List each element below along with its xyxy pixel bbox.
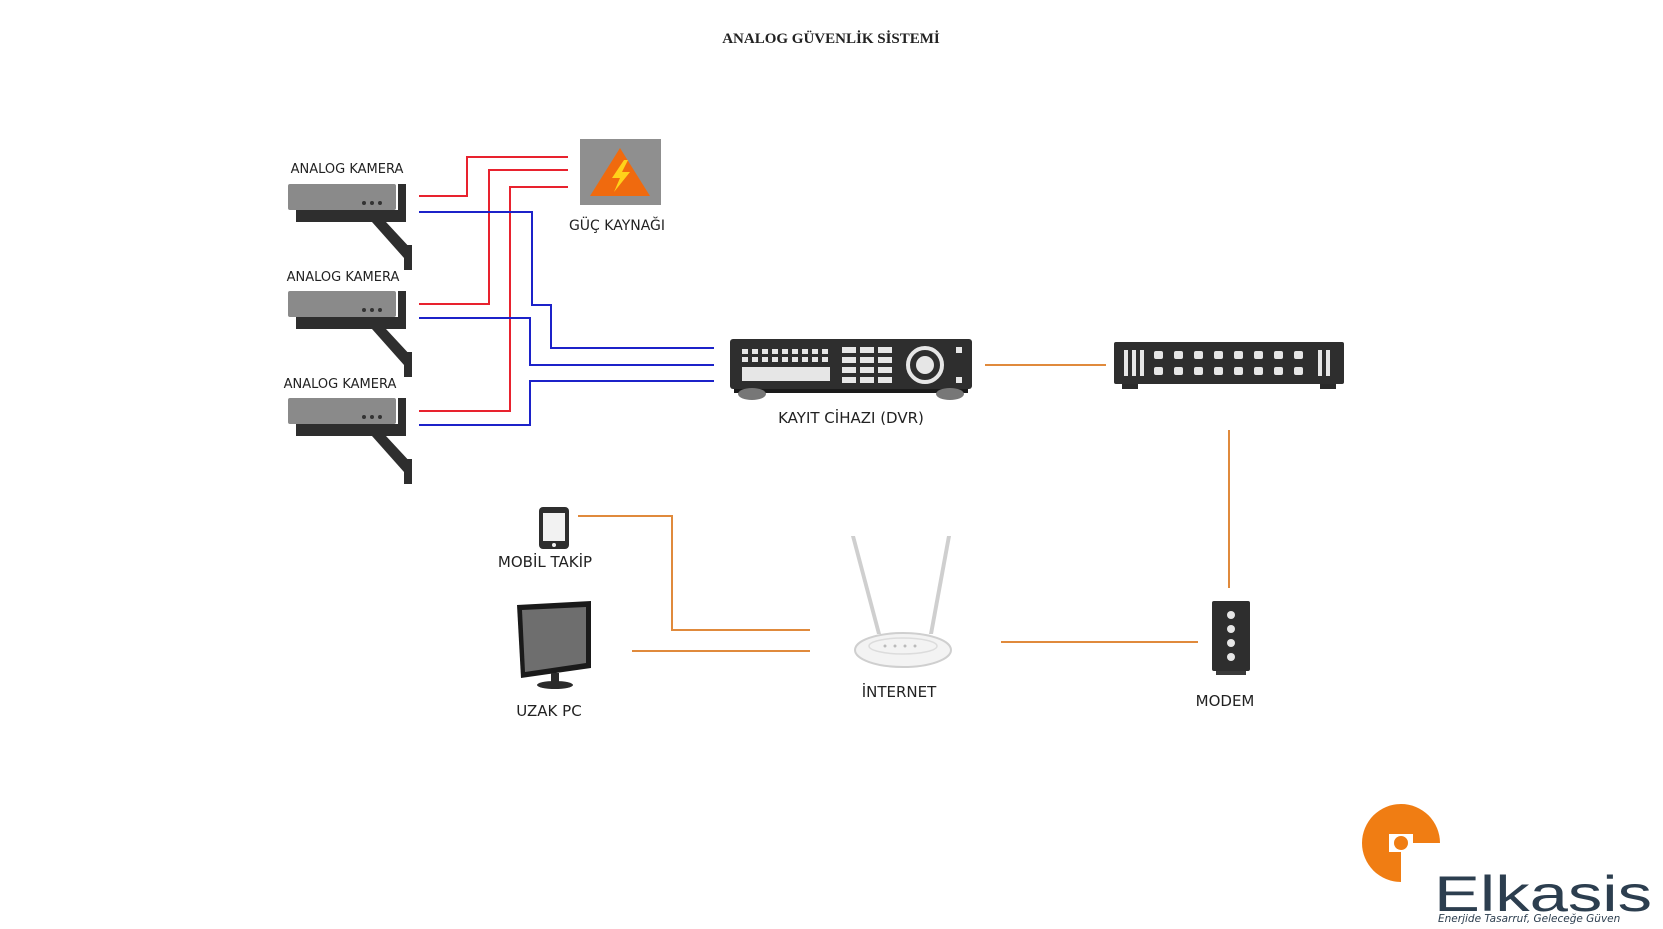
video-lines: [419, 211, 714, 426]
wifi-router-icon: [851, 536, 952, 668]
power-supply-label: GÜÇ KAYNAĞI: [569, 216, 665, 234]
dvr-recorder: KAYIT CİHAZI (DVR): [730, 339, 972, 427]
modem-label: MODEM: [1196, 692, 1255, 710]
switch-icon: [1114, 342, 1344, 389]
camera-label: ANALOG KAMERA: [291, 162, 404, 177]
camera-icon: [288, 398, 412, 484]
network-lines: [578, 364, 1230, 652]
camera-label: ANALOG KAMERA: [287, 270, 400, 285]
logo-slogan: Enerjide Tasarruf, Geleceğe Güven: [1438, 913, 1620, 925]
internet-router: İNTERNET: [851, 536, 952, 701]
mobile-label: MOBİL TAKİP: [498, 552, 592, 571]
diagram-title: ANALOG GÜVENLİK SİSTEMİ: [722, 30, 940, 47]
elkasis-logo: Elkasis Enerjide Tasarruf, Geleceğe Güve…: [1362, 804, 1652, 925]
camera-label: ANALOG KAMERA: [284, 377, 397, 392]
smartphone-icon: [539, 507, 569, 549]
dvr-icon: [730, 339, 972, 400]
internet-label: İNTERNET: [862, 682, 937, 701]
dvr-label: KAYIT CİHAZI (DVR): [778, 408, 924, 427]
monitor-icon: [517, 601, 591, 689]
analog-camera-2: ANALOG KAMERA: [287, 270, 412, 377]
mobile-device: MOBİL TAKİP: [498, 507, 592, 571]
lightning-icon: [580, 139, 661, 205]
logo-mark-icon: [1362, 804, 1440, 882]
power-lines: [419, 156, 568, 412]
analog-camera-3: ANALOG KAMERA: [284, 377, 412, 484]
logo-wordmark: Elkasis: [1434, 866, 1652, 922]
modem-icon: [1212, 601, 1250, 675]
camera-icon: [288, 291, 412, 377]
remote-pc-label: UZAK PC: [516, 702, 581, 720]
network-switch: [1114, 342, 1344, 389]
remote-pc: UZAK PC: [516, 601, 591, 720]
analog-camera-1: ANALOG KAMERA: [288, 162, 412, 270]
power-supply: GÜÇ KAYNAĞI: [569, 139, 665, 234]
camera-icon: [288, 184, 412, 270]
modem: MODEM: [1196, 601, 1255, 710]
